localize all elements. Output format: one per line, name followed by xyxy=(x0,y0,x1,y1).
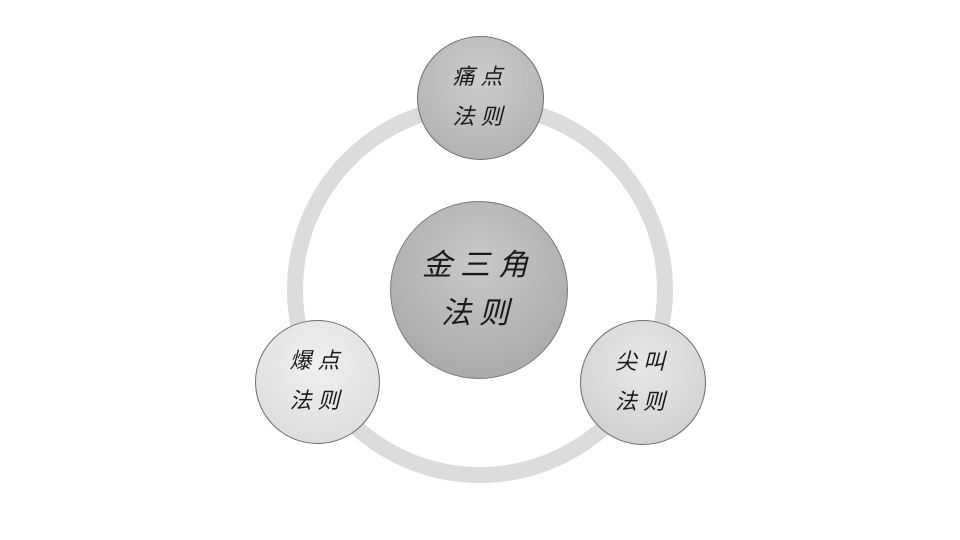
center-node: 金三角 法则 xyxy=(390,201,568,379)
center-label: 金三角 法则 xyxy=(422,248,536,331)
pain-point-node: 痛点 法则 xyxy=(417,36,544,160)
burst-point-label: 爆点 法则 xyxy=(289,349,346,414)
scream-label: 尖叫 法则 xyxy=(614,349,671,415)
scream-node: 尖叫 法则 xyxy=(580,320,706,445)
burst-point-node: 爆点 法则 xyxy=(255,320,380,444)
pain-point-label: 痛点 法则 xyxy=(452,65,509,130)
